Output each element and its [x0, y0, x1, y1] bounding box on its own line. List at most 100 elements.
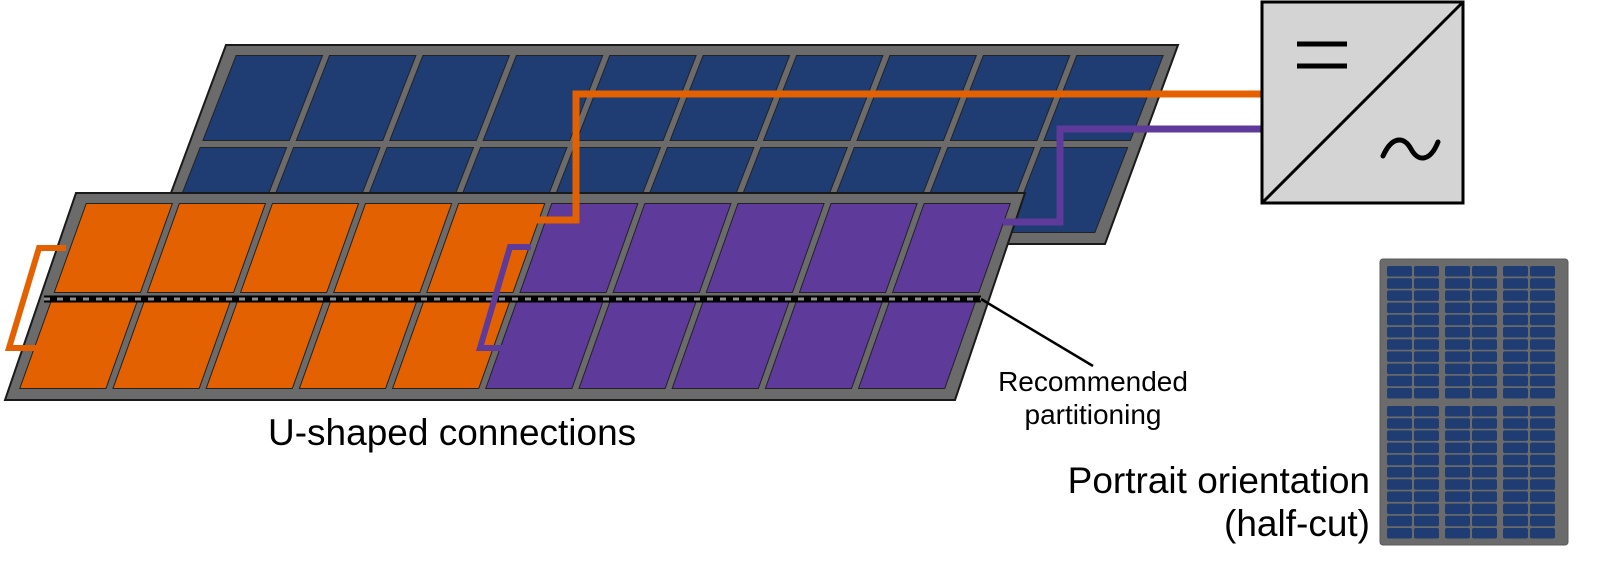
pv-cell [332, 203, 453, 293]
panel-icon-cell [1472, 278, 1497, 289]
panel-icon-cell [1445, 290, 1470, 301]
panel-icon-cell [1414, 442, 1439, 454]
panel-icon-cell [1414, 278, 1439, 289]
panel-icon-cell [1445, 278, 1470, 289]
panel-icon-cell [1472, 302, 1497, 314]
panel-icon-cell [1503, 479, 1528, 490]
panel-icon-cell [1530, 430, 1555, 441]
panel-icon-cell [1414, 290, 1439, 301]
panel-icon-cell [1387, 515, 1412, 527]
panel-icon-cell [1530, 515, 1555, 527]
panel-icon-cell [1530, 314, 1555, 326]
panel-icon-cell [1472, 314, 1497, 326]
panel-icon-cell [1387, 454, 1412, 466]
panel-icon-cell [1414, 430, 1439, 441]
pv-cell [202, 55, 324, 141]
panel-icon-cell [1414, 314, 1439, 326]
panel-icon-cell [1414, 302, 1439, 314]
panel-icon-cell [1472, 430, 1497, 441]
panel-icon-cell [1387, 430, 1412, 441]
pv-cell [239, 203, 360, 293]
panel-icon-cell [1472, 503, 1497, 515]
recommended-partitioning-label-line1: Recommended [998, 366, 1188, 397]
panel-icon-cell [1414, 375, 1439, 387]
panel-icon-cell [1530, 454, 1555, 466]
purple-u-connection [475, 244, 531, 351]
panel-icon-cell [1445, 479, 1470, 490]
panel-icon-cell [1472, 528, 1497, 539]
panel-icon-cell [1503, 528, 1528, 539]
panel-icon-cell [1472, 327, 1497, 338]
panel-icon-cell [1445, 442, 1470, 454]
panel-icon-cell [1530, 327, 1555, 338]
panel-icon-cell [1387, 503, 1412, 515]
panel-icon-cell [1387, 302, 1412, 314]
panel-icon-cell [1503, 388, 1528, 399]
panel-icon-cell [1387, 418, 1412, 429]
panel-icon-cell [1387, 479, 1412, 490]
panel-icon-cell [1503, 327, 1528, 338]
panel-icon-cell [1472, 515, 1497, 527]
panel-icon-cell [1503, 266, 1528, 277]
panel-icon-cell [1503, 290, 1528, 301]
panel-icon-cell [1472, 467, 1497, 478]
panel-icon-cell [1530, 388, 1555, 399]
pv-cell [856, 55, 978, 141]
pv-cell [519, 203, 639, 293]
panel-icon-cell [1445, 454, 1470, 466]
panel-icon-cell [1503, 302, 1528, 314]
panel-icon-cell [1530, 266, 1555, 277]
panel-icon-cell [1530, 491, 1555, 502]
panel-icon-cell [1472, 491, 1497, 502]
dc-ac-inverter-icon [1260, 0, 1465, 205]
panel-icon-cell [1530, 442, 1555, 454]
panel-icon-cell [1472, 339, 1497, 350]
panel-icon-cell [1414, 363, 1439, 375]
panel-icon-cell [1387, 467, 1412, 478]
portrait-orientation-label-line1: Portrait orientation [1068, 460, 1370, 501]
panel-icon-cell [1414, 479, 1439, 490]
panel-icon-cell [1387, 278, 1412, 289]
panel-icon-cell [1530, 363, 1555, 375]
panel-icon-cell [1445, 302, 1470, 314]
panel-icon-cell [1503, 442, 1528, 454]
panel-icon-cell [1530, 375, 1555, 387]
half-cut-pv-module-icon [1379, 258, 1569, 546]
panel-icon-cell [1445, 430, 1470, 441]
orange-string-wire [530, 90, 1262, 224]
panel-icon-cell [1472, 454, 1497, 466]
panel-icon-cell [1472, 266, 1497, 277]
panel-icon-cell [1445, 314, 1470, 326]
pv-cell [295, 55, 417, 141]
pv-cell [891, 203, 1011, 293]
panel-icon-cell [1503, 503, 1528, 515]
pv-cell [53, 203, 174, 293]
panel-icon-cell [1445, 363, 1470, 375]
panel-icon-cell [1530, 351, 1555, 362]
panel-icon-cells [1387, 266, 1555, 539]
panel-icon-cell [1387, 406, 1412, 417]
pv-cell [705, 203, 825, 293]
panel-icon-cell [1414, 388, 1439, 399]
panel-icon-cell [1414, 266, 1439, 277]
panel-icon-cell [1387, 491, 1412, 502]
panel-icon-cell [1414, 515, 1439, 527]
panel-icon-cell [1530, 503, 1555, 515]
panel-icon-cell [1503, 375, 1528, 387]
pv-cell [146, 203, 267, 293]
panel-icon-cell [1530, 278, 1555, 289]
panel-icon-cell [1387, 351, 1412, 362]
panel-icon-cell [1503, 454, 1528, 466]
pv-cell [1043, 55, 1164, 141]
panel-icon-cell [1472, 406, 1497, 417]
pv-cell [669, 55, 791, 141]
panel-icon-cell [1472, 363, 1497, 375]
panel-icon-cell [1503, 406, 1528, 417]
partition-leader-line [980, 297, 1094, 368]
panel-icon-cell [1387, 290, 1412, 301]
u-shaped-label: U-shaped connections [268, 412, 636, 453]
pv-cell [612, 203, 732, 293]
panel-icon-cell [1414, 454, 1439, 466]
panel-icon-cell [1530, 479, 1555, 490]
